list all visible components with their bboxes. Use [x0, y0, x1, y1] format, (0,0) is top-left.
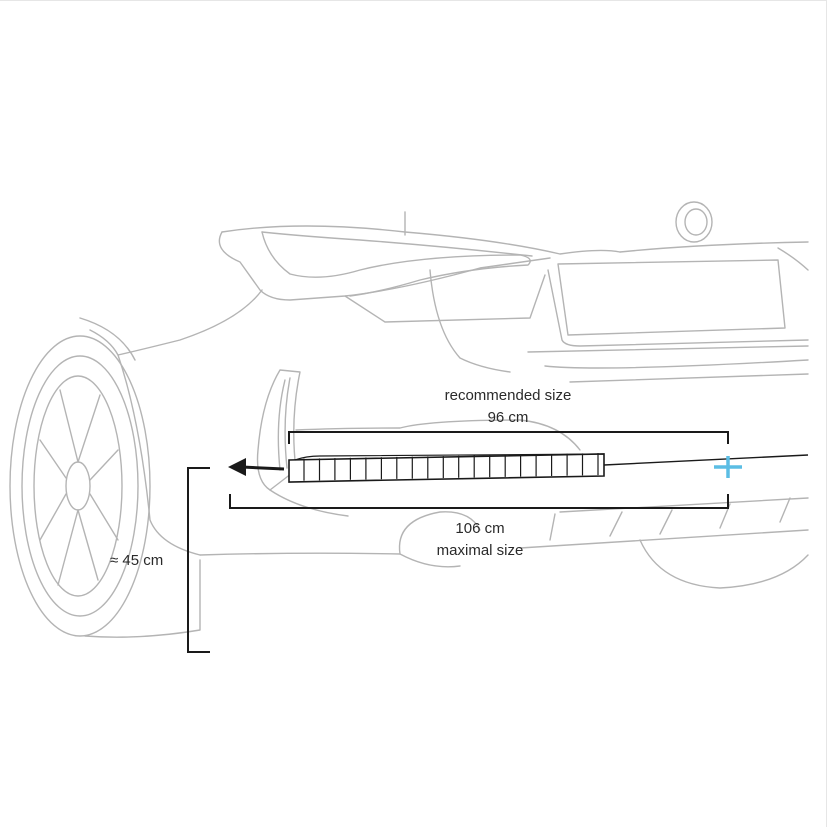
recommended-size-value: 96 cm: [487, 409, 529, 426]
rear-wheel-arch: [639, 539, 809, 589]
diffuser-arc: [398, 511, 481, 555]
emblem-outer: [675, 201, 713, 243]
vent-slat-1: [277, 379, 286, 471]
side-vent: [256, 369, 301, 491]
measurement-overlay: [187, 431, 809, 653]
sill-line: [199, 552, 461, 568]
led-strip: [288, 453, 605, 483]
recommended-size-bracket: [288, 431, 729, 444]
diffuser-upper: [559, 497, 809, 513]
trunk-top-edge: [221, 225, 621, 255]
led-strip-body: [288, 453, 605, 483]
fender-top: [79, 317, 136, 361]
wheel-arch: [89, 329, 201, 556]
bumper-lower-left: [269, 489, 349, 517]
bumper-crease-3: [569, 373, 809, 383]
tire-outer: [9, 335, 151, 637]
maximal-size-bracket: [229, 494, 729, 509]
height-bracket: [187, 467, 210, 653]
diffuser-fins: [549, 497, 791, 541]
rim-spokes: [39, 389, 119, 586]
emblem-inner: [684, 208, 708, 236]
led-segments: [303, 453, 599, 481]
plus-icon: [714, 456, 742, 478]
tire-inner: [21, 355, 139, 617]
height-label: ≈ 45 cm: [110, 552, 164, 569]
hub: [65, 461, 91, 511]
led-strip-top-edge: [294, 453, 605, 461]
bumper-middle: [295, 419, 581, 451]
panel-crease: [429, 269, 511, 373]
deck-line: [619, 241, 809, 253]
car-outline: [9, 201, 809, 638]
maximal-size-label: maximal size: [436, 542, 524, 559]
tail-light-lower: [344, 274, 546, 323]
quarter-panel-line: [117, 289, 263, 356]
maximal-size-value: 106 cm: [455, 520, 505, 537]
arrow-left-icon: [228, 458, 285, 476]
diffuser-line: [519, 529, 809, 549]
deck-corner: [777, 247, 809, 271]
license-plate: [557, 259, 786, 336]
bumper-crease-2: [544, 359, 809, 369]
vent-slat-2: [284, 377, 291, 469]
recommended-size-label: recommended size: [444, 387, 572, 404]
trunk-bottom-edge: [218, 231, 551, 301]
bumper-crease-upper: [527, 345, 809, 353]
cable: [603, 454, 809, 466]
tire-base: [84, 559, 201, 638]
rim: [33, 375, 123, 597]
plate-recess: [547, 269, 809, 347]
tail-light-top: [261, 231, 533, 257]
